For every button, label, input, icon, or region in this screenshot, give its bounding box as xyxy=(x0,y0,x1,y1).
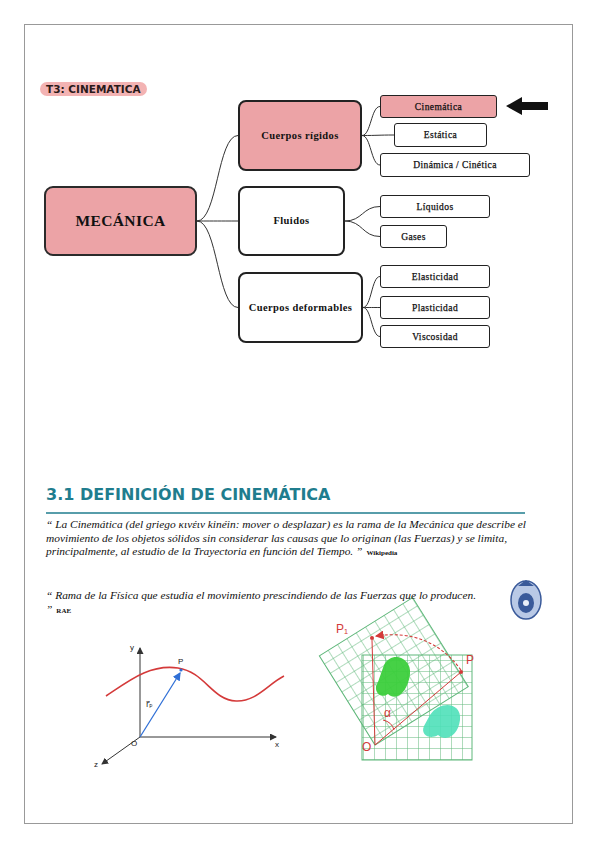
node-text: Plasticidad xyxy=(412,303,458,313)
connector xyxy=(345,207,380,222)
connector xyxy=(363,277,380,308)
rotation-figure xyxy=(319,598,472,760)
connector xyxy=(197,221,238,308)
vector-label: r⃗ₚ xyxy=(146,700,153,709)
topic-box: Viscosidad xyxy=(380,325,490,348)
trajectory-graph xyxy=(102,648,284,764)
topic-box: Dinámica / Cinética xyxy=(380,153,530,177)
quote-source: Wikipedia xyxy=(366,549,397,557)
axis-label: y xyxy=(130,643,134,652)
node-text: Fluidos xyxy=(273,214,309,227)
node-text: Estática xyxy=(424,130,457,140)
section-tag: T3: CINEMATICA xyxy=(40,82,147,96)
connector xyxy=(197,136,238,222)
node-text: Gases xyxy=(401,232,426,242)
root-box: MECÁNICA xyxy=(44,186,197,256)
node-text: MECÁNICA xyxy=(75,212,165,230)
connector xyxy=(362,135,394,137)
topic-box: Elasticidad xyxy=(380,265,490,288)
section-heading: 3.1 DEFINICIÓN DE CINEMÁTICA xyxy=(46,485,330,504)
topic-box: Líquidos xyxy=(380,195,490,218)
point-label: P xyxy=(466,653,474,667)
connector xyxy=(362,107,380,136)
node-text: Elasticidad xyxy=(412,272,459,282)
heading-rule xyxy=(46,512,525,514)
node-text: Cuerpos rígidos xyxy=(261,129,338,142)
connector xyxy=(345,221,380,237)
topic-box: Cinemática xyxy=(380,95,497,118)
node-text: Cinemática xyxy=(415,102,462,112)
connector xyxy=(363,307,380,308)
axis-label: x xyxy=(275,740,279,749)
node-text: Viscosidad xyxy=(412,332,458,342)
point-label: P xyxy=(178,657,183,666)
connector xyxy=(362,136,380,166)
quote-block: “ La Cinemática (del griego κινέιν kinéi… xyxy=(46,518,538,561)
pointer-arrow xyxy=(506,97,548,115)
quote-source: RAE xyxy=(56,607,71,615)
origin-label: O xyxy=(131,739,137,748)
topic-box: Estática xyxy=(394,123,487,147)
rae-emblem xyxy=(511,580,541,619)
quote-block: “ Rama de la Física que estudia el movim… xyxy=(46,589,486,618)
category-box: Cuerpos rígidos xyxy=(238,100,362,171)
category-box: Fluidos xyxy=(238,186,345,256)
origin-label: O xyxy=(362,740,371,754)
angle-label: α xyxy=(384,706,391,720)
point-label: P₁ xyxy=(336,622,348,636)
connector xyxy=(197,221,238,222)
node-text: Dinámica / Cinética xyxy=(413,160,497,170)
connector xyxy=(363,308,380,337)
topic-box: Plasticidad xyxy=(380,296,490,319)
node-text: Líquidos xyxy=(417,202,454,212)
quote-text: “ La Cinemática (del griego κινέιν kinéi… xyxy=(46,518,526,557)
node-text: Cuerpos deformables xyxy=(249,301,353,314)
quote-text: “ Rama de la Física que estudia el movim… xyxy=(46,589,476,615)
axis-label: z xyxy=(94,760,98,769)
category-box: Cuerpos deformables xyxy=(238,272,363,343)
topic-box: Gases xyxy=(380,225,447,248)
